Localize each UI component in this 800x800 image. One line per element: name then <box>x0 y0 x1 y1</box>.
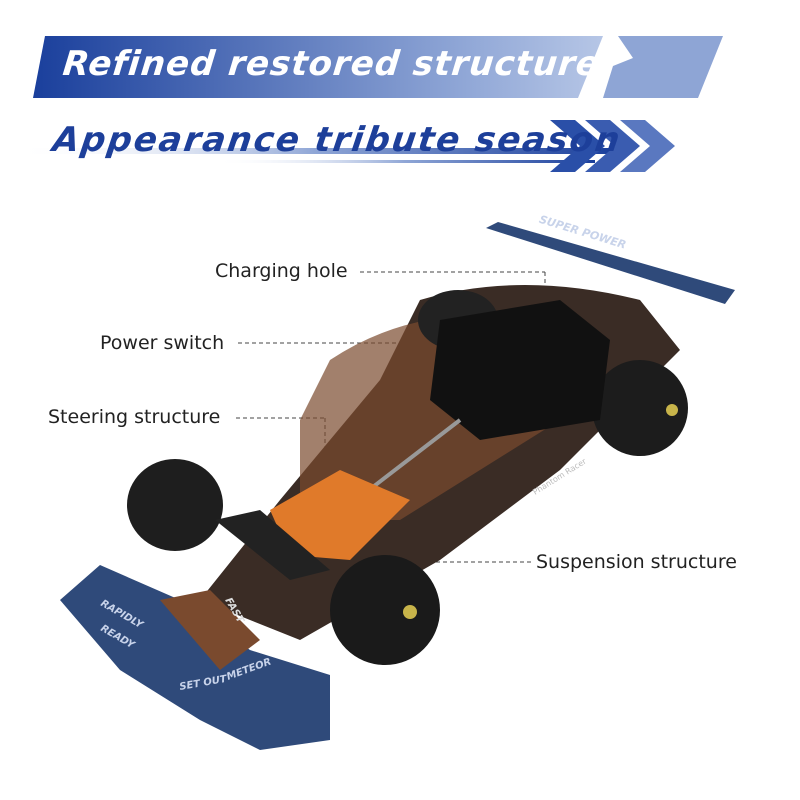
front-right-wheel <box>330 555 440 665</box>
battery-box <box>430 300 610 440</box>
subheadline-banner: Appearance tribute season <box>15 118 675 178</box>
suspension-parts <box>270 470 410 560</box>
headline-banner: Refined restored structure <box>33 36 723 98</box>
rear-wing <box>486 222 735 304</box>
callout-power-switch: Power switch <box>100 332 225 354</box>
front-left-wheel <box>127 459 223 551</box>
banner-shape <box>33 36 723 98</box>
chevrons-icon <box>15 120 675 172</box>
front-wing <box>60 565 330 750</box>
callout-steering-structure: Steering structure <box>48 406 221 428</box>
rear-right-wheel <box>592 360 688 456</box>
callout-suspension-structure: Suspension structure <box>536 551 737 573</box>
callout-charging-hole: Charging hole <box>215 260 348 282</box>
